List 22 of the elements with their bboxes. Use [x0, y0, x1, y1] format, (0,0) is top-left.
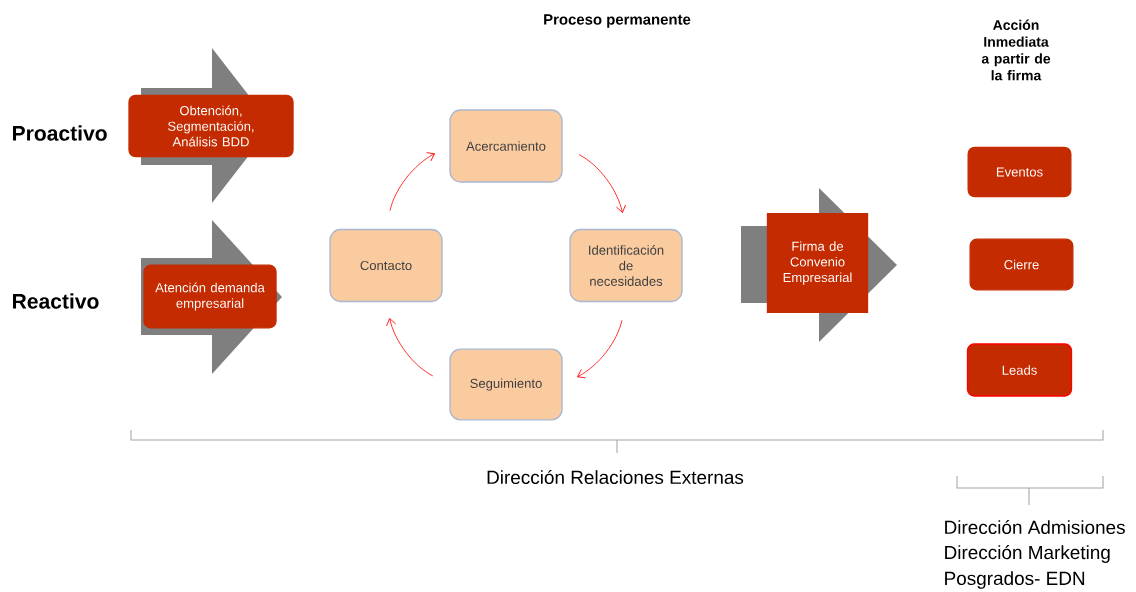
row-label: Proactivo	[13, 125, 107, 141]
group-label: Dirección Admisiones	[945, 519, 1125, 535]
arrow	[389, 152, 435, 211]
arrow	[578, 154, 626, 213]
process-box: Leads	[966, 343, 1073, 397]
arrow	[386, 318, 434, 377]
group-label: Dirección Relaciones Externas	[487, 469, 744, 485]
row-label: Reactivo	[13, 293, 99, 309]
group-label: Dirección Marketing	[945, 545, 1110, 563]
process-box: Obtención, Segmentación, Análisis BDD	[128, 94, 294, 158]
step-box: Identificación de necesidades	[569, 228, 683, 303]
group-label: Posgrados- EDN	[945, 571, 1085, 589]
step-box: Contacto	[329, 228, 443, 303]
process-box: Cierre	[969, 238, 1074, 291]
title: Proceso permanente	[544, 14, 691, 28]
process-box: Eventos	[967, 146, 1072, 198]
process-box: Atención demanda empresarial	[143, 264, 277, 329]
step-box: Acercamiento	[449, 109, 563, 183]
process-box: Firma de Convenio Empresarial	[766, 213, 869, 313]
step-box: Seguimiento	[449, 348, 563, 421]
arrow	[577, 320, 623, 379]
heading: Acción Inmediata a partir de la firma	[981, 19, 1051, 81]
